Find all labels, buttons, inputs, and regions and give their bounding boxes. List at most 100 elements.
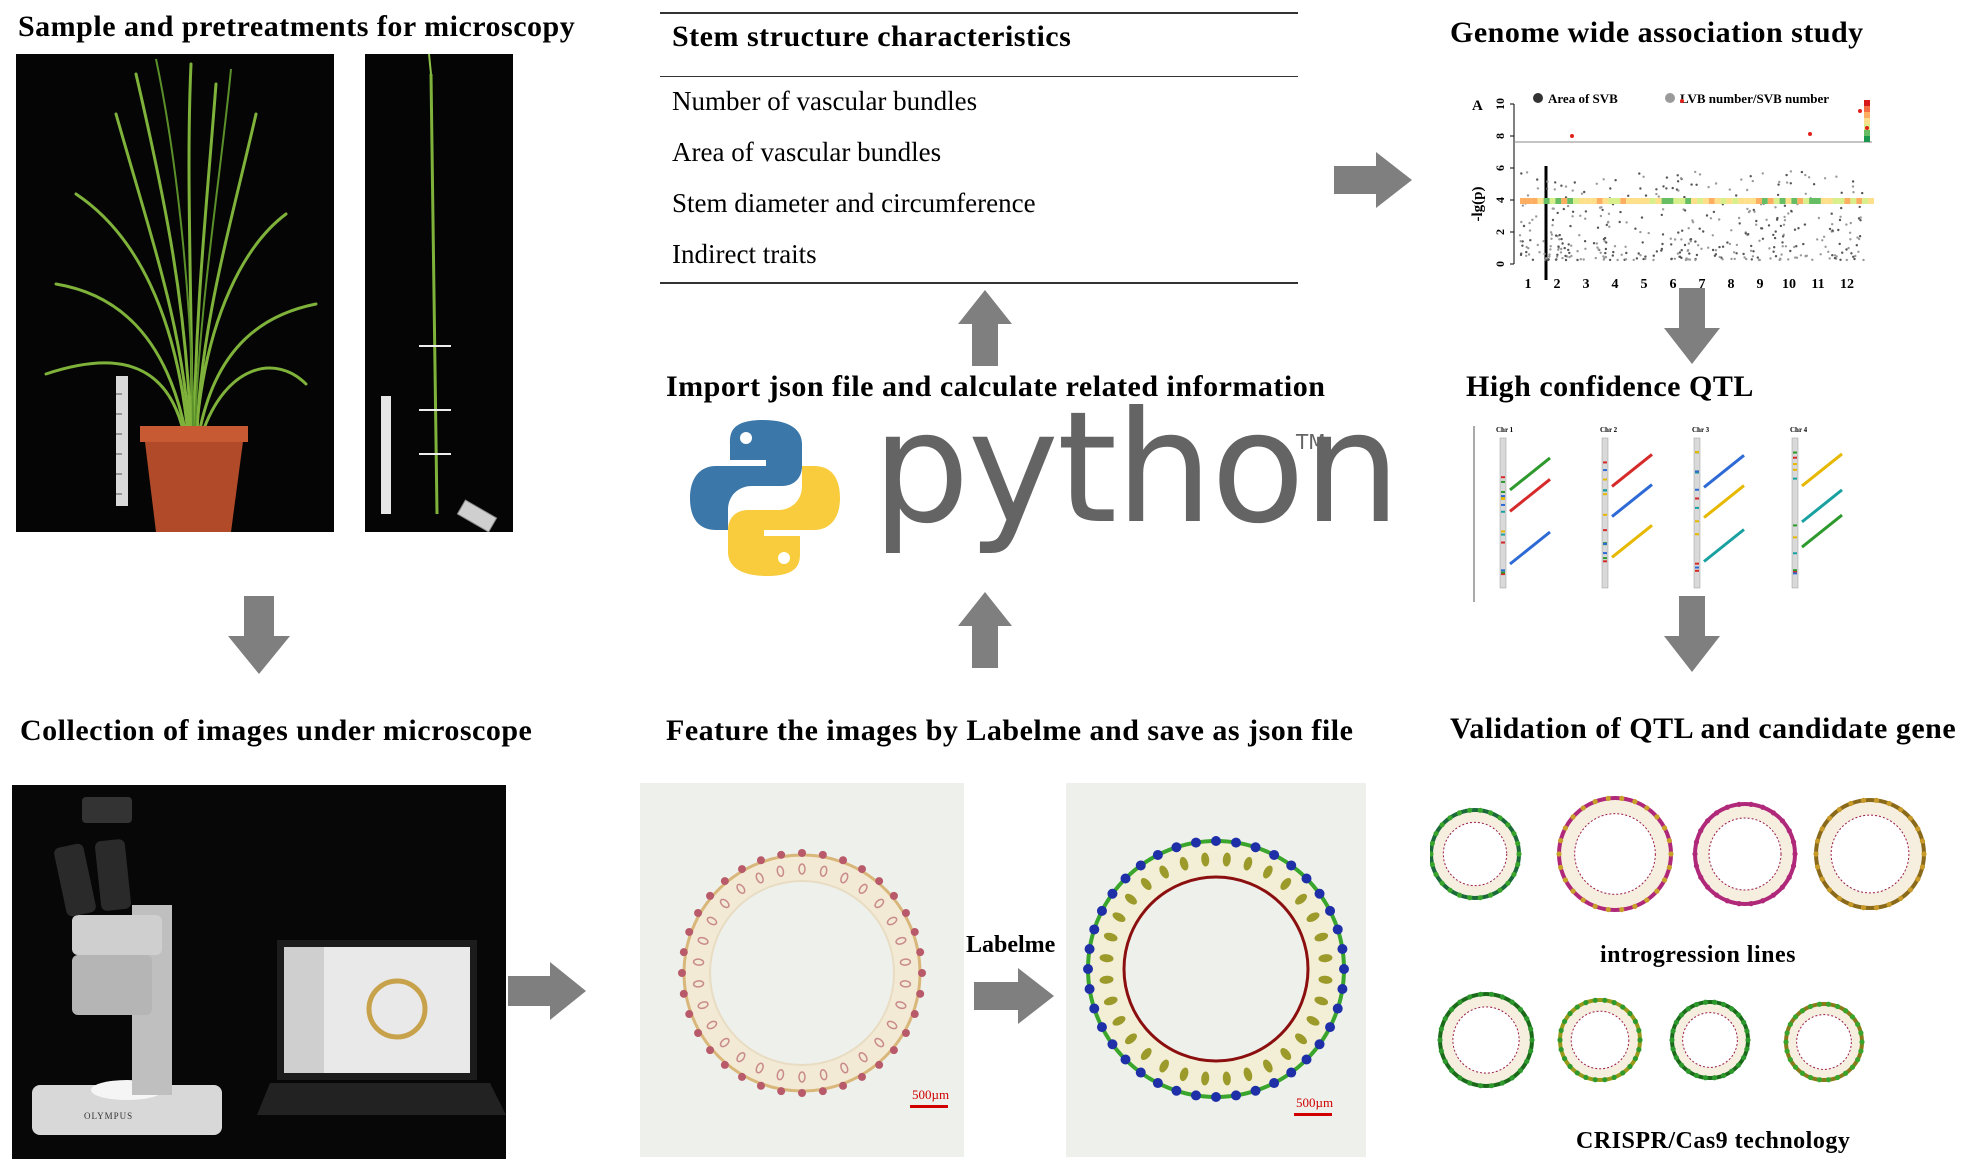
qtl-annotation: [1611, 453, 1653, 488]
snp-point: [1751, 255, 1755, 258]
snp-point: [1655, 188, 1658, 191]
snp-point: [1583, 240, 1587, 243]
density-cell: [1667, 198, 1674, 204]
snp-point: [1803, 223, 1807, 226]
snp-point: [1608, 258, 1612, 262]
small-bundle-marker: [1140, 1048, 1152, 1061]
bundle-dot: [1567, 1063, 1573, 1070]
density-cell: [1549, 198, 1556, 204]
snp-point: [1520, 252, 1523, 255]
bundle-dot: [1505, 880, 1511, 886]
snp-point: [1551, 224, 1554, 227]
bundle-dot: [1529, 1037, 1535, 1043]
large-vascular-bundle: [756, 856, 765, 865]
chromosome-tick-label: 2: [1554, 277, 1561, 292]
small-bundle-marker: [1295, 1033, 1308, 1045]
snp-point: [1576, 250, 1579, 253]
snp-point: [1647, 231, 1650, 235]
snp-point: [1828, 257, 1831, 260]
snp-point: [1804, 192, 1807, 195]
snp-point: [1557, 248, 1560, 251]
snp-point: [1831, 254, 1834, 257]
snp-point: [1639, 187, 1642, 190]
bundle-dot: [1720, 1001, 1727, 1008]
snp-point: [1596, 246, 1599, 249]
snp-point: [1518, 234, 1522, 237]
density-cell: [1750, 198, 1756, 204]
snp-point: [1856, 236, 1859, 239]
density-cell: [1561, 198, 1568, 204]
bundle-dot: [1574, 1004, 1580, 1010]
validation-inner: [1574, 813, 1656, 895]
snp-point: [1802, 242, 1805, 246]
snp-point: [1757, 258, 1761, 262]
bundle-dot: [1524, 1016, 1530, 1022]
bundle-dot: [1834, 1074, 1841, 1081]
bundle-dot: [1524, 1058, 1530, 1064]
validation-title: Validation of QTL and candidate gene: [1450, 712, 1957, 745]
snp-point: [1598, 206, 1602, 209]
down-arrow-to-validation: [1664, 596, 1720, 672]
bundle-dot: [1736, 901, 1742, 907]
snp-point: [1558, 238, 1561, 241]
snp-point: [1644, 194, 1648, 197]
snp-point: [1619, 210, 1622, 214]
snp-point: [1548, 253, 1551, 256]
snp-point: [1707, 246, 1710, 249]
validation-inner: [1452, 1006, 1520, 1074]
snp-point: [1849, 221, 1852, 225]
density-cell: [1643, 198, 1650, 204]
y-tick-label: 6: [1493, 165, 1507, 171]
large-vascular-bundle: [818, 850, 827, 859]
bundle-dot: [1574, 1070, 1580, 1076]
density-cell: [1685, 198, 1692, 204]
snp-point: [1712, 210, 1716, 214]
bundle-dot: [1678, 1062, 1685, 1068]
small-bundle-marker: [1243, 856, 1253, 871]
snp-point: [1705, 214, 1709, 217]
snp-point: [1752, 208, 1755, 212]
large-bundle-marker: [1089, 1003, 1100, 1014]
snp-point: [1602, 178, 1605, 181]
qtl-annotation: [1801, 452, 1843, 488]
snp-point: [1527, 253, 1531, 256]
snp-point: [1556, 253, 1559, 256]
marker-band: [1695, 569, 1699, 572]
bundle-dot: [1907, 887, 1914, 893]
snp-point: [1678, 251, 1682, 254]
small-bundle-marker: [1318, 975, 1333, 984]
snp-point: [1758, 239, 1761, 242]
large-vascular-bundle: [901, 909, 910, 917]
small-vascular-bundle: [697, 936, 709, 945]
marker-band: [1603, 493, 1607, 496]
snp-point: [1783, 219, 1787, 222]
bundle-dot: [1561, 1018, 1568, 1025]
qtl-annotation: [1801, 513, 1843, 549]
bundle-dot: [1567, 1010, 1573, 1017]
bundle-dot: [1619, 795, 1625, 802]
bundle-dot: [1807, 1074, 1814, 1081]
qtl-title: High confidence QTL: [1466, 370, 1754, 403]
bundle-dot: [1627, 1010, 1633, 1017]
small-bundle-marker: [1099, 954, 1114, 963]
snp-point: [1671, 186, 1674, 190]
marker-band: [1501, 496, 1505, 499]
density-cell: [1850, 198, 1857, 204]
bundle-dot: [1562, 877, 1569, 883]
bundle-dot: [1611, 999, 1617, 1006]
bundle-dot: [1562, 825, 1569, 831]
snp-point: [1718, 255, 1721, 259]
snp-point: [1852, 191, 1855, 194]
bundle-dot: [1592, 997, 1598, 1003]
bundle-dot: [1790, 863, 1797, 869]
bundle-dot: [1632, 1055, 1639, 1062]
bundle-dot: [1898, 895, 1904, 902]
snp-point: [1774, 255, 1778, 258]
bundle-dot: [1907, 815, 1914, 821]
bundle-dot: [1698, 828, 1704, 834]
snp-point: [1780, 253, 1783, 256]
marker-band: [1501, 573, 1505, 576]
bundle-dot: [1693, 1072, 1700, 1079]
large-bundle-marker: [1332, 924, 1343, 935]
